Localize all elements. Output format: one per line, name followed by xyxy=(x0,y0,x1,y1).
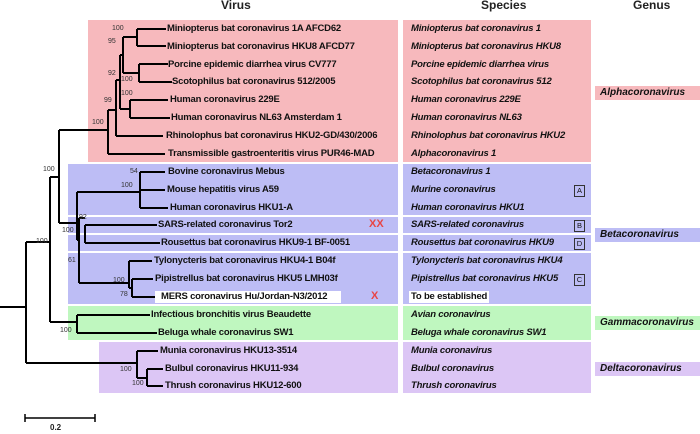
species-label: Alphacoronavirus 1 xyxy=(411,148,497,159)
species-label: Human coronavirus 229E xyxy=(411,94,521,105)
species-label: Munia coronavirus xyxy=(411,345,493,356)
lineage-tag-c: C xyxy=(574,274,585,286)
bootstrap-value: 92 xyxy=(79,214,87,221)
virus-leaf-label: Pipistrellus bat coronavirus HKU5 LMH03f xyxy=(155,273,338,284)
virus-leaf-label: Mouse hepatitis virus A59 xyxy=(167,184,279,195)
alpha-virus-box xyxy=(88,20,398,162)
species-label: Tylonycteris bat coronavirus HKU4 xyxy=(411,255,563,266)
beta-lineage-a-virus-box xyxy=(68,164,398,215)
virus-leaf-label: Porcine epidemic diarrhea virus CV777 xyxy=(168,59,337,70)
virus-leaf-label: Human coronavirus 229E xyxy=(170,94,280,105)
species-label: Beluga whale coronavirus SW1 xyxy=(411,327,547,338)
bootstrap-value: 100 xyxy=(112,25,124,32)
virus-leaf-label: MERS coronavirus Hu/Jordan-N3/2012 xyxy=(155,291,342,303)
virus-leaf-label: Scotophilus bat coronavirus 512/2005 xyxy=(172,76,336,87)
virus-leaf-label: Infectious bronchitis virus Beaudette xyxy=(151,309,311,320)
bootstrap-value: 100 xyxy=(60,327,72,334)
lineage-tag-d: D xyxy=(574,238,585,250)
bootstrap-value: 99 xyxy=(104,97,112,104)
genus-alphacoronavirus: Alphacoronavirus xyxy=(595,86,700,100)
virus-leaf-label: Miniopterus bat coronavirus HKU8 AFCD77 xyxy=(167,41,355,52)
species-label: Betacoronavirus 1 xyxy=(411,166,491,177)
species-label: Porcine epidemic diarrhea virus xyxy=(411,59,549,70)
species-label: Rousettus bat coronavirus HKU9 xyxy=(411,237,554,248)
virus-leaf-label: Human coronavirus HKU1-A xyxy=(170,202,293,213)
scale-bar-label: 0.2 xyxy=(50,423,62,432)
species-label: To be established xyxy=(409,291,490,303)
bootstrap-value: 95 xyxy=(108,38,116,45)
species-label: Miniopterus bat coronavirus 1 xyxy=(411,23,541,34)
sars-mark: XX xyxy=(369,218,384,230)
genus-betacoronavirus: Betacoronavirus xyxy=(595,228,700,242)
genus-header: Genus xyxy=(633,0,671,12)
beta-a-species-box xyxy=(403,164,591,215)
virus-leaf-label: Munia coronavirus HKU13-3514 xyxy=(160,345,297,356)
virus-leaf-label: Transmissible gastroenteritis virus PUR4… xyxy=(168,148,375,159)
species-label: Miniopterus bat coronavirus HKU8 xyxy=(411,41,561,52)
lineage-tag-b: B xyxy=(574,220,585,232)
virus-leaf-label: Rhinolophus bat coronavirus HKU2-GD/430/… xyxy=(166,130,378,141)
genus-deltacoronavirus: Deltacoronavirus xyxy=(595,362,700,376)
species-label: Human coronavirus NL63 xyxy=(411,112,522,123)
species-label: Human coronavirus HKU1 xyxy=(411,202,525,213)
lineage-tag-a: A xyxy=(574,185,585,197)
species-label: SARS-related coronavirus xyxy=(411,219,524,230)
bootstrap-value: 100 xyxy=(121,90,133,97)
bootstrap-value: 78 xyxy=(120,291,128,298)
species-label: Scotophilus bat coronavirus 512 xyxy=(411,76,552,87)
bootstrap-value: 100 xyxy=(92,119,104,126)
alpha-species-box xyxy=(403,20,591,162)
beta-d-species-box xyxy=(403,235,591,251)
bootstrap-value: 100 xyxy=(43,166,55,173)
genus-gammacoronavirus: Gammacoronavirus xyxy=(595,316,700,330)
bootstrap-value: 92 xyxy=(108,70,116,77)
bootstrap-value: 54 xyxy=(130,168,138,175)
species-label: Murine coronavirus xyxy=(411,184,496,195)
species-header: Species xyxy=(481,0,527,12)
bootstrap-value: 100 xyxy=(36,238,48,245)
virus-leaf-label: Beluga whale coronavirus SW1 xyxy=(158,327,294,338)
species-label: Bulbul coronavirus xyxy=(411,363,494,374)
virus-leaf-label: Bovine coronavirus Mebus xyxy=(168,166,285,177)
virus-leaf-label: Thrush coronavirus HKU12-600 xyxy=(165,380,302,391)
species-label: Rhinolophus bat coronavirus HKU2 xyxy=(411,130,566,141)
delta-species-box xyxy=(403,342,591,393)
virus-header: Virus xyxy=(221,0,251,12)
virus-leaf-label: Miniopterus bat coronavirus 1A AFCD62 xyxy=(167,23,342,34)
gamma-species-box xyxy=(403,306,591,340)
virus-leaf-label: Rousettus bat coronavirus HKU9-1 BF-0051 xyxy=(161,237,350,248)
scale-bar xyxy=(24,414,96,422)
bootstrap-value: 100 xyxy=(62,227,74,234)
beta-b-species-box xyxy=(403,217,591,233)
species-label: Avian coronavirus xyxy=(411,309,491,320)
mers-mark: X xyxy=(371,290,379,302)
bootstrap-value: 100 xyxy=(113,277,125,284)
gamma-virus-box xyxy=(68,306,398,340)
bootstrap-value: 100 xyxy=(132,380,144,387)
virus-leaf-label: Bulbul coronavirus HKU11-934 xyxy=(165,363,299,374)
virus-leaf-label: SARS-related coronavirus Tor2 xyxy=(158,219,293,230)
species-label: Thrush coronavirus xyxy=(411,380,497,391)
virus-leaf-label: Tylonycteris bat coronavirus HKU4-1 B04f xyxy=(154,255,336,266)
species-label: Pipistrellus bat coronavirus HKU5 xyxy=(411,273,559,284)
beta-lineage-d-virus-box xyxy=(68,235,398,251)
bootstrap-value: 61 xyxy=(68,257,76,264)
virus-leaf-label: Human coronavirus NL63 Amsterdam 1 xyxy=(171,112,342,123)
beta-lineage-b-virus-box xyxy=(68,217,398,233)
bootstrap-value: 100 xyxy=(121,182,133,189)
bootstrap-value: 100 xyxy=(120,366,132,373)
bootstrap-value: 100 xyxy=(121,76,133,83)
